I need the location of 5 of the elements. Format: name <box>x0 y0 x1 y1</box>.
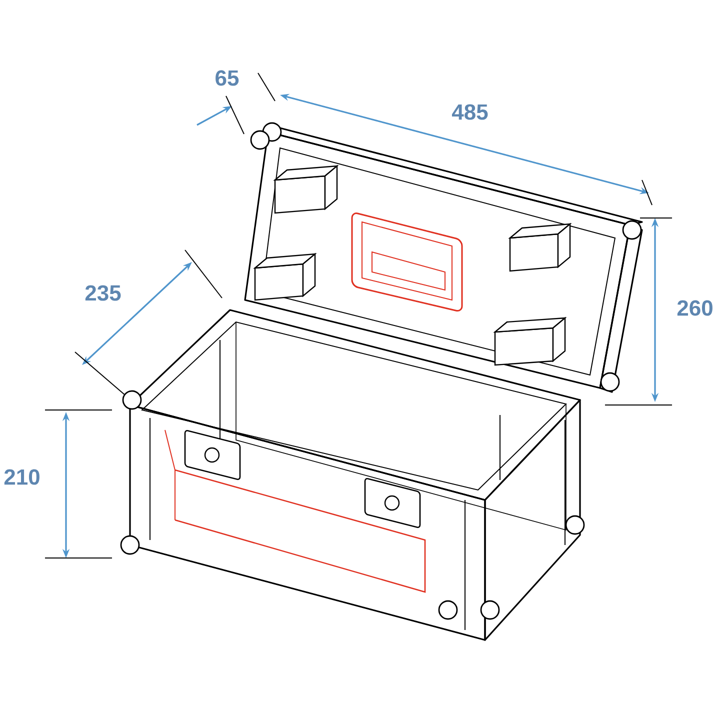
dimension-label: 65 <box>216 70 239 86</box>
dimension-label: 235 <box>85 285 121 301</box>
dimension-label: 485 <box>452 104 488 120</box>
dimension-label: 260 <box>677 300 712 316</box>
dimension-label: 210 <box>4 469 40 485</box>
